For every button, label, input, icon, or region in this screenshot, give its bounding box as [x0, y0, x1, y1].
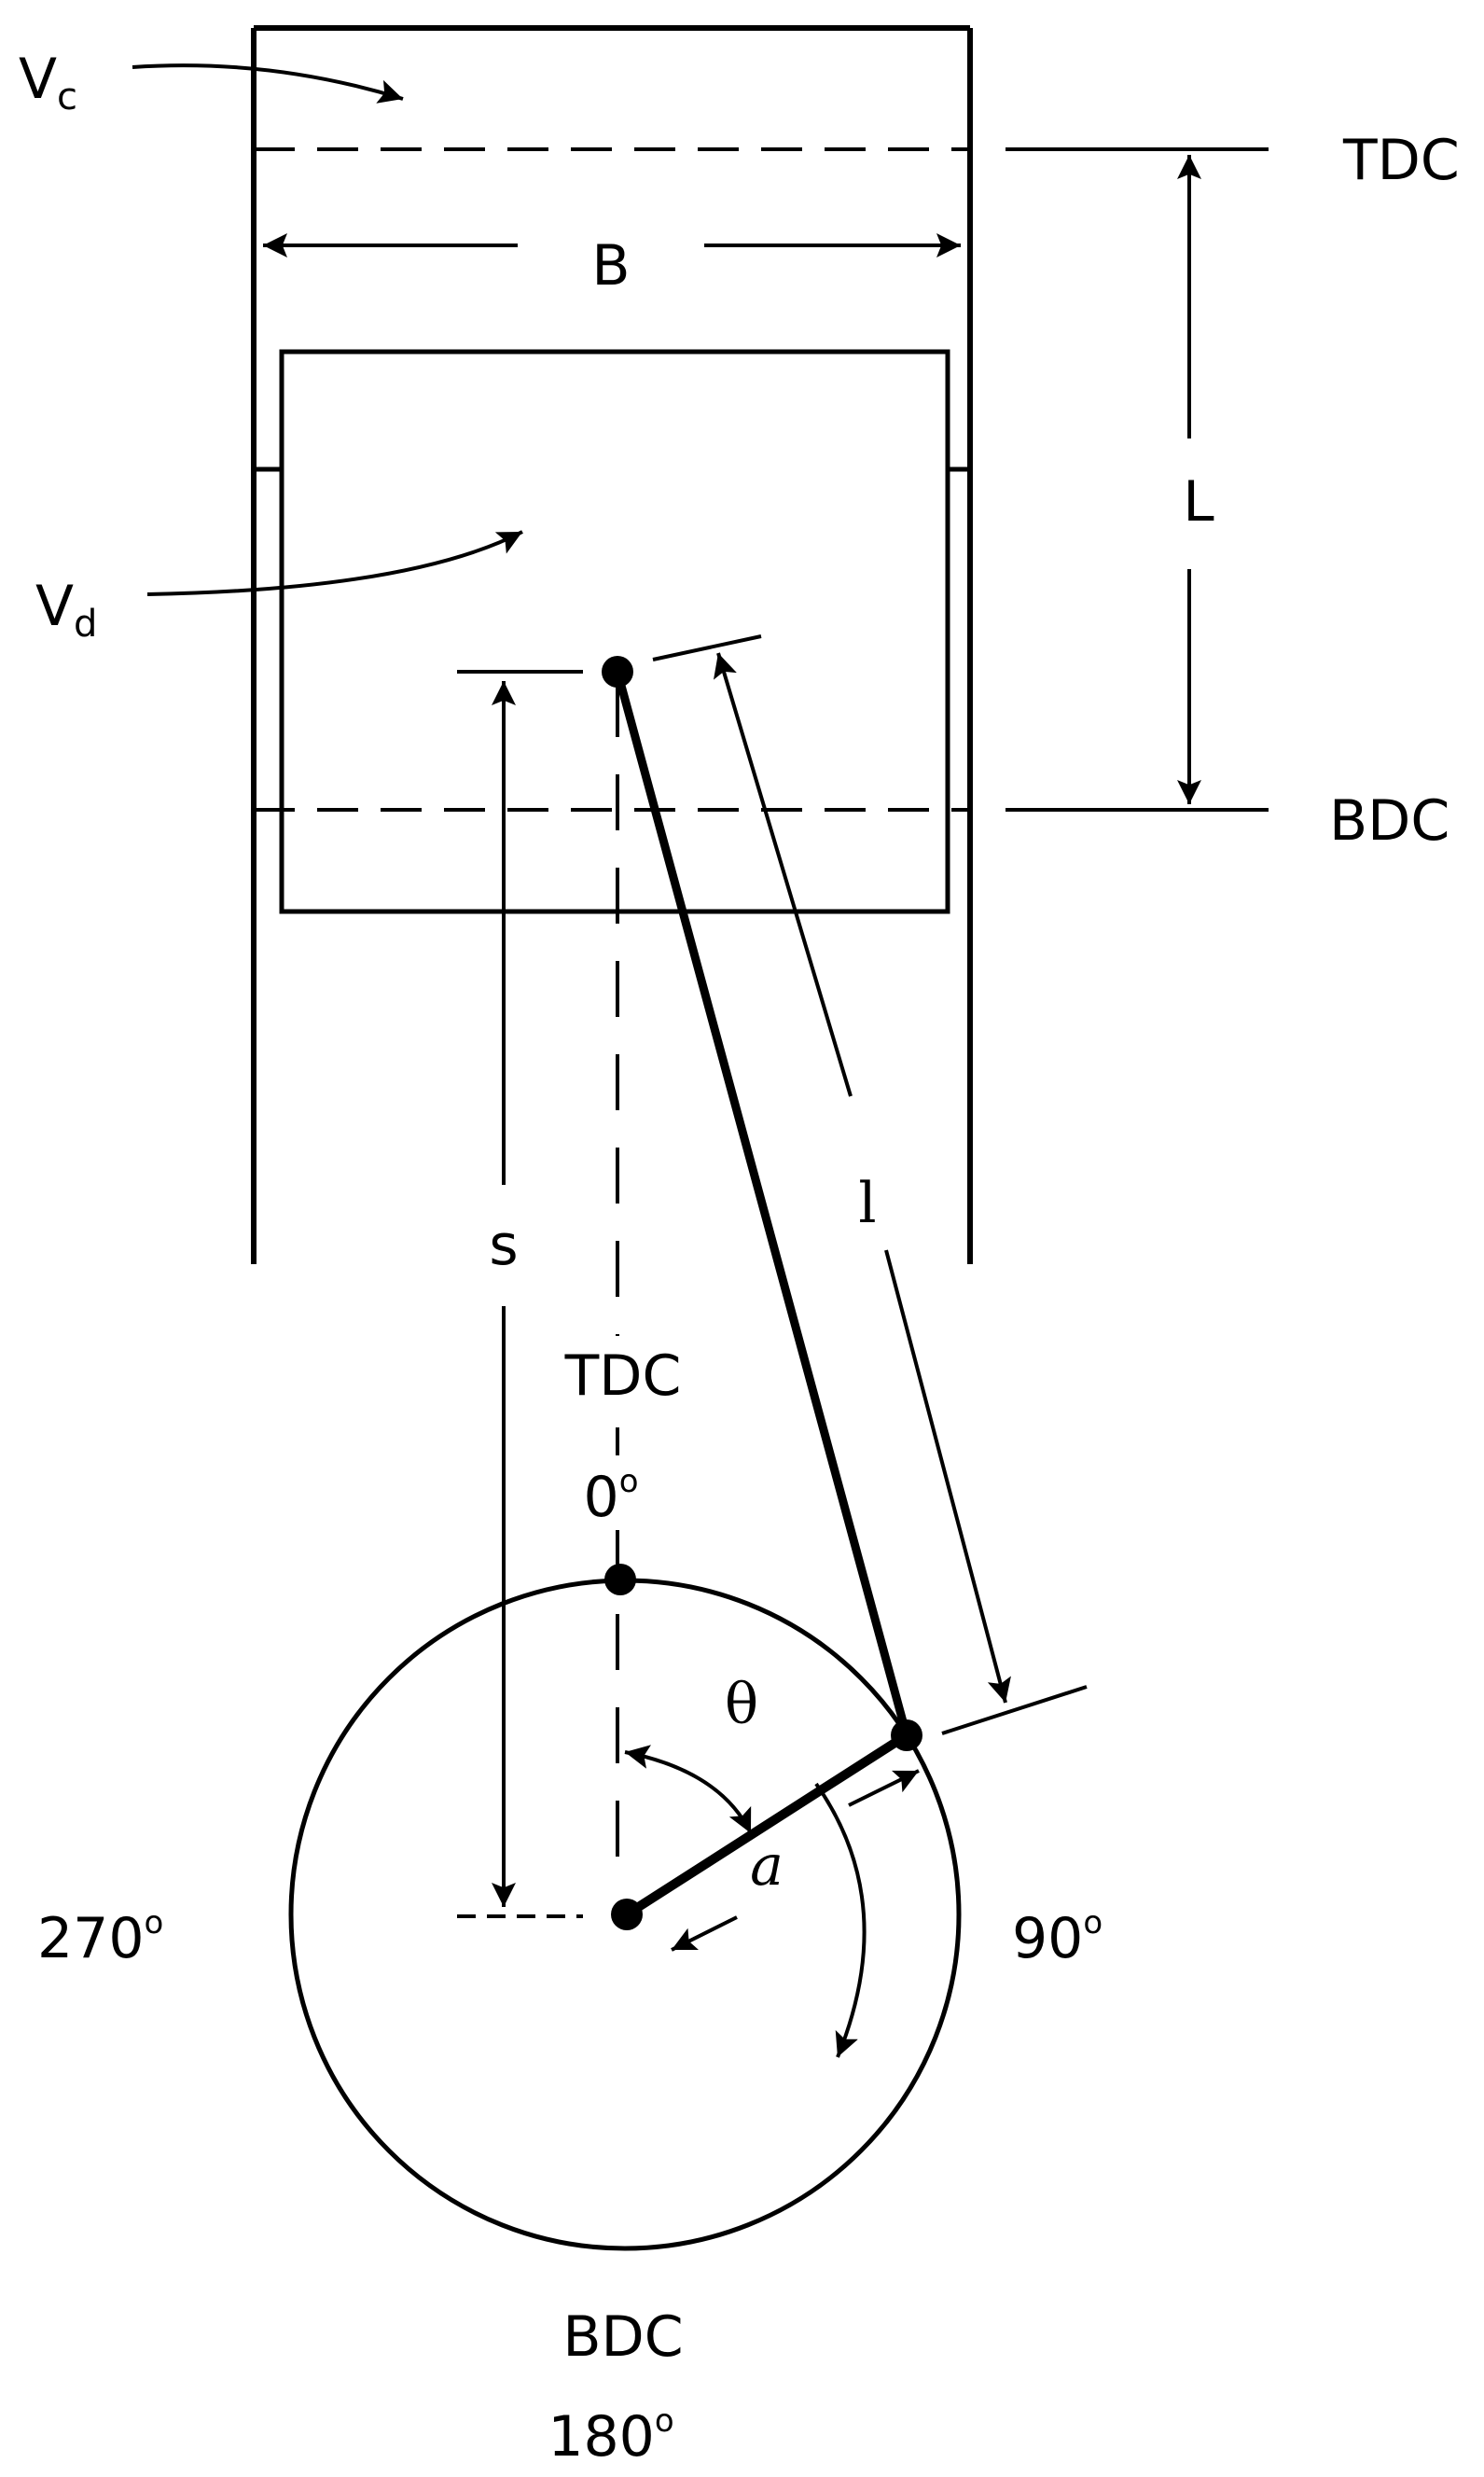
- a-arrow-right: [848, 1769, 920, 1807]
- vd-pointer-arrow: [146, 530, 523, 596]
- theta-label: θ: [725, 1672, 758, 1737]
- piston: [254, 349, 970, 914]
- crank-arm: [622, 1731, 911, 1919]
- tdc-crank-label: TDC: [564, 1343, 682, 1409]
- deg-90-label: 90o: [1012, 1904, 1103, 1971]
- rod-length-label: l: [858, 1171, 876, 1236]
- l-bottom-extension: [941, 1685, 1088, 1735]
- a-arrow-left: [671, 1915, 738, 1952]
- s-label: s: [489, 1213, 518, 1278]
- piston-pin: [602, 656, 633, 688]
- vd-label: Vd: [35, 574, 97, 646]
- tdc-crank-point: [604, 1564, 636, 1595]
- deg-0-label-bg: [560, 1455, 681, 1530]
- stroke-label: L: [1183, 469, 1214, 535]
- tdc-right-label: TDC: [1342, 128, 1460, 193]
- deg-270-label: 270o: [37, 1904, 163, 1971]
- l-arrow-up: [713, 652, 853, 1097]
- vc-label: Vc: [19, 47, 77, 118]
- crank-pin: [891, 1719, 922, 1751]
- theta-arc: [624, 1745, 753, 1834]
- vc-pointer-arrow: [132, 63, 404, 104]
- piston-body: [279, 349, 950, 914]
- cylinder: [251, 25, 973, 1264]
- bdc-crank-label: BDC: [562, 2304, 683, 2370]
- l-arrow-down: [884, 1249, 1011, 1704]
- bdc-right-label: BDC: [1329, 788, 1449, 854]
- crank-radius-label: a: [750, 1833, 784, 1899]
- crank-center: [611, 1899, 643, 1930]
- deg-0-label: 0o: [584, 1463, 639, 1530]
- deg-180-label: 180o: [548, 2402, 673, 2470]
- rotation-arrow: [814, 1782, 867, 2058]
- connecting-rod: [613, 667, 911, 1740]
- l-top-extension: [652, 634, 762, 661]
- bore-label: B: [591, 233, 630, 299]
- tdc-crank-label-bg: [560, 1336, 681, 1411]
